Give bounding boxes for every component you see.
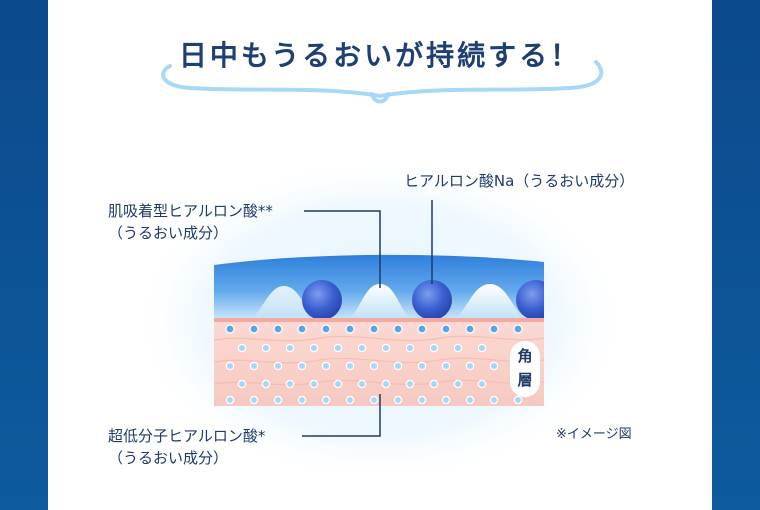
low-molecular-dot <box>249 361 259 371</box>
label-sodium-hyaluronate: ヒアルロン酸Na（うるおい成分） <box>404 172 635 190</box>
title-underline-drip <box>370 92 390 104</box>
low-molecular-dot <box>453 343 463 353</box>
low-molecular-dot <box>321 324 331 334</box>
low-molecular-dot <box>441 324 451 334</box>
label-adhesive-hyaluronic: 肌吸着型ヒアルロン酸** （うるおい成分） <box>108 202 273 242</box>
low-molecular-dot <box>285 343 295 353</box>
low-molecular-dot <box>321 361 331 371</box>
left-frame-bar <box>0 0 48 510</box>
low-molecular-dot <box>429 379 439 389</box>
low-molecular-dot <box>357 379 367 389</box>
image-note: ※イメージ図 <box>556 427 632 442</box>
low-molecular-dot <box>417 361 427 371</box>
low-molecular-dot <box>225 324 235 334</box>
adhesive-hyaluronic-dome <box>244 286 324 320</box>
adhesive-hyaluronic-dome <box>448 284 532 320</box>
low-molecular-dot <box>405 343 415 353</box>
low-molecular-dot <box>345 395 355 405</box>
adhesive-hyaluronic-dome <box>342 284 418 320</box>
low-molecular-dot <box>489 395 499 405</box>
low-molecular-dot <box>477 379 487 389</box>
low-molecular-dot <box>345 361 355 371</box>
low-molecular-dot <box>477 343 487 353</box>
label-low-molecular-hyaluronic: 超低分子ヒアルロン酸* （うるおい成分） <box>108 427 266 467</box>
low-molecular-dot <box>393 361 403 371</box>
low-molecular-dot <box>333 379 343 389</box>
low-molecular-dot <box>261 379 271 389</box>
low-molecular-dot <box>237 379 247 389</box>
stratum-corneum-top-edge <box>214 318 544 322</box>
low-molecular-dot <box>393 395 403 405</box>
low-molecular-dot <box>369 324 379 334</box>
low-molecular-dot <box>345 324 355 334</box>
low-molecular-dot <box>249 324 259 334</box>
right-frame-bar <box>712 0 760 510</box>
low-molecular-dot <box>381 343 391 353</box>
low-molecular-dot <box>309 379 319 389</box>
low-molecular-dot <box>273 324 283 334</box>
hyaluronic-sphere <box>412 280 452 320</box>
low-molecular-dot <box>357 343 367 353</box>
low-molecular-dot <box>381 379 391 389</box>
hyaluronic-sphere <box>516 280 544 320</box>
low-molecular-dot <box>285 379 295 389</box>
stratum-corneum-layer <box>214 320 544 406</box>
low-molecular-dot <box>417 324 427 334</box>
low-molecular-dot <box>489 324 499 334</box>
low-molecular-dot <box>369 361 379 371</box>
badge-text: 角 層 <box>517 347 533 389</box>
low-molecular-dot <box>273 361 283 371</box>
low-molecular-dot <box>273 395 283 405</box>
low-molecular-dot <box>369 395 379 405</box>
low-molecular-dot <box>321 395 331 405</box>
low-molecular-dot <box>405 379 415 389</box>
low-molecular-dot <box>465 395 475 405</box>
leader-line-adhesive <box>304 210 381 288</box>
low-molecular-dot <box>429 343 439 353</box>
low-molecular-dot <box>513 395 523 405</box>
low-molecular-dot <box>393 324 403 334</box>
low-molecular-dot <box>513 324 523 334</box>
low-molecular-dot <box>465 361 475 371</box>
low-molecular-dot <box>441 395 451 405</box>
low-molecular-dot <box>417 395 427 405</box>
stratum-corneum-badge <box>510 341 540 397</box>
low-molecular-dot <box>453 379 463 389</box>
leader-line-low-molecular <box>302 394 381 437</box>
title-underline-decoration <box>161 60 604 99</box>
low-molecular-dot <box>297 324 307 334</box>
low-molecular-dot <box>489 361 499 371</box>
low-molecular-dot <box>261 343 271 353</box>
low-molecular-dot <box>465 324 475 334</box>
low-molecular-dot <box>237 343 247 353</box>
low-molecular-dot <box>297 395 307 405</box>
low-molecular-dot <box>441 361 451 371</box>
hyaluronic-sphere <box>302 280 342 320</box>
page-title: 日中もうるおいが持続する！ <box>178 39 582 72</box>
low-molecular-dot <box>225 361 235 371</box>
low-molecular-dot <box>333 343 343 353</box>
low-molecular-dot <box>249 395 259 405</box>
low-molecular-dot <box>297 361 307 371</box>
low-molecular-dot <box>225 395 235 405</box>
low-molecular-dot <box>309 343 319 353</box>
